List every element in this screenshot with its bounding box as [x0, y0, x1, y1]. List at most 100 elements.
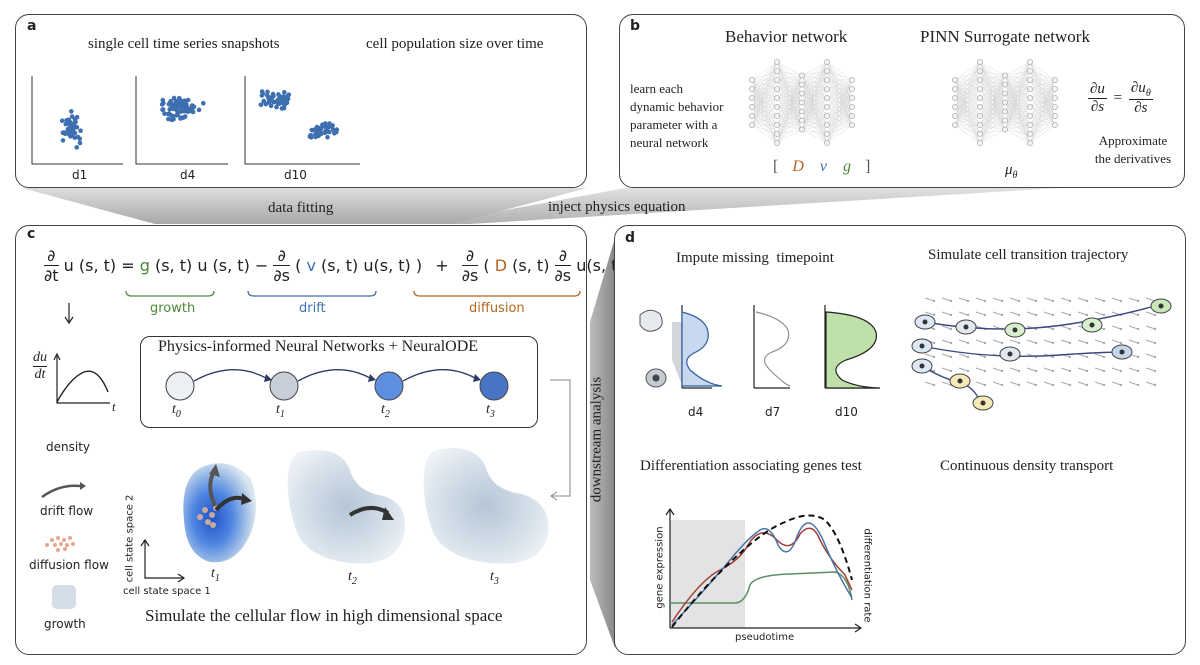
cell-nucleus [1012, 327, 1018, 333]
eq-d1: ∂ [273, 246, 291, 266]
field-arrow [1077, 367, 1088, 372]
net-edge [954, 61, 981, 117]
time-t1-t: t [276, 402, 280, 417]
scatter-dot [322, 130, 328, 135]
panel-c-label: c [27, 226, 36, 242]
data-fitting-funnel [22, 188, 587, 224]
net-edge [751, 106, 778, 126]
field-arrow [1128, 297, 1139, 302]
net-node [824, 77, 830, 83]
field-arrow-head [949, 369, 953, 373]
field-arrow [1128, 367, 1139, 372]
net-node [799, 90, 805, 97]
cell-nucleus [1119, 349, 1125, 355]
learn-line-2: dynamic behavior [630, 99, 724, 114]
net-edge [801, 129, 828, 135]
du-dt-label: du dt [33, 350, 47, 383]
scatter-dot [307, 134, 313, 139]
scatter-dot [178, 109, 184, 114]
field-arrow-head [1119, 383, 1123, 387]
field-arrow-head [983, 299, 987, 303]
scatter-dot [281, 105, 287, 111]
transport-title: Continuous density transport [940, 458, 1114, 474]
scatter-dot [319, 131, 324, 136]
scatter-dot [162, 111, 167, 116]
field-arrow [1128, 325, 1139, 330]
learn-line-4: neural network [630, 135, 709, 150]
net-edge [826, 61, 853, 81]
net-edge [1004, 97, 1031, 130]
field-arrow-head [1017, 369, 1021, 373]
net-edge [776, 61, 803, 76]
eq-g-rest: (s, t) u (s, t) − [154, 256, 269, 275]
field-arrow [1043, 311, 1054, 316]
down-arrow [64, 303, 74, 325]
field-arrow [1009, 381, 1020, 386]
scatter-dot [330, 123, 335, 128]
cell-nucleus [919, 363, 925, 369]
net-edge [979, 75, 1006, 135]
net-edge [954, 61, 981, 90]
field-arrow-head [1034, 369, 1038, 373]
net-edge [979, 75, 1006, 99]
field-arrow [1077, 339, 1088, 344]
net-node [1002, 72, 1008, 79]
field-arrow-head [1068, 327, 1072, 331]
net-node [977, 77, 983, 83]
scatter-dot [66, 117, 72, 122]
net-edge [1004, 61, 1031, 103]
net-edge [776, 129, 803, 144]
field-arrow-head [1102, 383, 1106, 387]
net-node [1052, 122, 1058, 128]
field-arrow-head [1017, 299, 1021, 303]
field-arrow [1111, 381, 1122, 386]
net-edge [826, 115, 853, 144]
deriv-rhs-num: ∂u [1130, 80, 1146, 96]
scatter-dot [325, 134, 330, 140]
mu-sub: θ [1012, 170, 1018, 181]
net-edge [954, 97, 981, 126]
net-edge [979, 75, 1006, 117]
deriv-rhs-sub: θ [1145, 88, 1151, 99]
learn-text: learn each dynamic behavior parameter wi… [630, 80, 724, 152]
eq-v: v [306, 256, 316, 275]
eq-open2: ( [483, 256, 490, 275]
net-node [749, 95, 755, 101]
field-arrow-head [1136, 383, 1140, 387]
field-arrow [1145, 367, 1156, 372]
net-edge [826, 79, 853, 126]
net-edge [979, 61, 1006, 76]
field-arrow [924, 311, 935, 316]
scatter-dot [265, 89, 270, 95]
flow-t1-t: t [211, 566, 215, 581]
field-arrow [941, 367, 952, 372]
net-edge [1004, 129, 1031, 135]
field-arrow [1094, 381, 1105, 386]
scatter-dot [327, 129, 332, 135]
field-arrow [941, 353, 952, 358]
field-arrow [1060, 297, 1071, 302]
net-node [1027, 86, 1033, 92]
net-node [952, 95, 958, 101]
impute-wedge [672, 322, 682, 385]
net-edge [954, 124, 981, 135]
field-arrow [941, 325, 952, 330]
field-arrow-head [983, 383, 987, 387]
field-arrow-head [949, 313, 953, 317]
net-edge [954, 106, 981, 126]
net-node [977, 140, 983, 146]
field-arrow [924, 353, 935, 358]
mu-theta: μθ [1005, 162, 1017, 181]
field-arrow [1060, 367, 1071, 372]
field-arrow-head [1000, 369, 1004, 373]
field-arrow-head [1153, 341, 1157, 345]
scatter-dot [269, 97, 274, 103]
net-node [774, 140, 780, 146]
field-arrow-head [1017, 341, 1021, 345]
param-open: [ [773, 158, 781, 175]
du-dt-plot [53, 352, 110, 404]
scatter-dot [77, 136, 82, 141]
scatter-dot [261, 98, 266, 104]
field-arrow [975, 381, 986, 386]
field-arrow-head [983, 341, 987, 345]
